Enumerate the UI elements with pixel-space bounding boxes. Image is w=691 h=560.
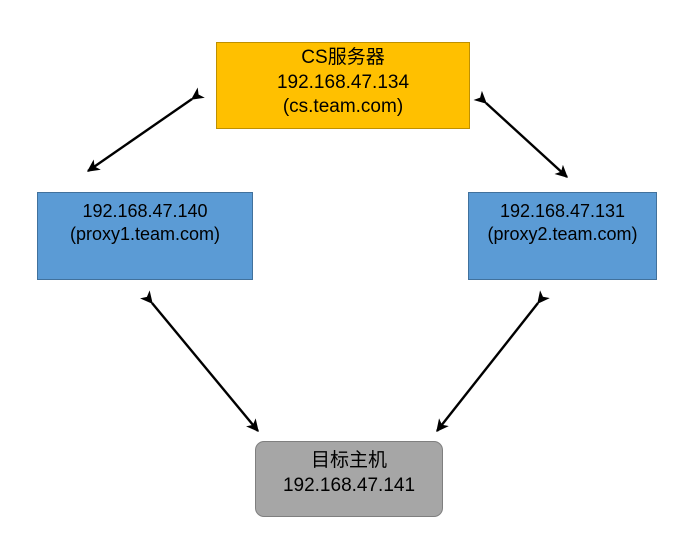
connector-proxy2-to-target-host (436, 290, 550, 432)
node-target-host: 目标主机 192.168.47.141 (255, 441, 443, 517)
node-proxy2-line-1: 192.168.47.131 (499, 201, 626, 221)
connector-proxy1-to-target-host (140, 290, 259, 432)
node-proxy2: 192.168.47.131 (proxy2.team.com) (468, 192, 657, 280)
node-proxy2-line-2: (proxy2.team.com) (487, 224, 638, 245)
node-target-host-line-1: 目标主机 (310, 450, 387, 471)
connector-cs-server-to-proxy1 (86, 87, 205, 172)
node-cs-server-line-2: 192.168.47.134 (276, 71, 410, 93)
node-proxy1-line-1: 192.168.47.140 (82, 201, 208, 221)
node-target-host-line-2: 192.168.47.141 (282, 474, 416, 496)
node-proxy1-line-2: (proxy1.team.com) (69, 224, 221, 245)
node-proxy1: 192.168.47.140 (proxy1.team.com) (37, 192, 253, 280)
node-cs-server: CS服务器 192.168.47.134 (cs.team.com) (216, 42, 470, 129)
node-cs-server-line-1: CS服务器 (301, 47, 385, 68)
node-cs-server-line-3: (cs.team.com) (282, 96, 404, 118)
connector-cs-server-to-proxy2 (473, 90, 568, 178)
